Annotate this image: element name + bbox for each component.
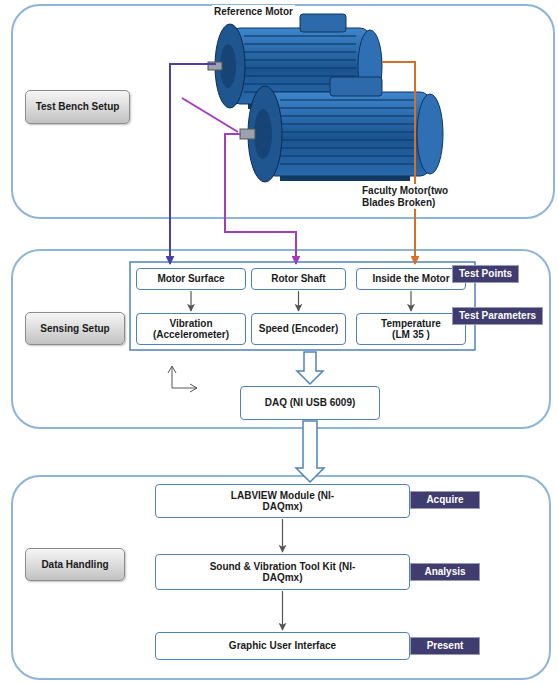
section-panel <box>12 476 550 679</box>
box-text: Graphic User Interface <box>229 640 336 652</box>
stage-tag: Analysis <box>410 563 480 581</box>
software-stage-box: Graphic User Interface <box>155 632 410 660</box>
sensor-group-frame <box>130 262 475 350</box>
software-stage-box: LABVIEW Module (NI-DAQmx) <box>155 484 410 518</box>
stage-tag: Present <box>410 637 480 655</box>
box-text: Data Handling <box>41 559 108 571</box>
box-text: Sound & Vibration Tool Kit (NI-DAQmx) <box>198 561 368 584</box>
cooling-fins <box>280 100 414 164</box>
hollow-arrow <box>297 352 323 384</box>
flow-arrow <box>410 291 411 311</box>
test-point-box: Rotor Shaft <box>251 268 346 290</box>
test-point-leader <box>225 134 296 264</box>
test-parameter-box: Vibration (Accelerometer) <box>136 313 246 345</box>
flow-arrow <box>282 591 283 630</box>
category-tag: Test Parameters <box>452 307 543 325</box>
axis-symbol <box>168 366 197 392</box>
box-text: Vibration (Accelerometer) <box>142 318 240 341</box>
test-point-leader <box>382 62 415 264</box>
box-text: Test Parameters <box>459 310 536 322</box>
box-text: DAQ (NI USB 6009) <box>265 397 356 409</box>
test-point-box: Inside the Motor <box>356 268 466 290</box>
faulty-motor <box>240 77 443 182</box>
test-parameter-box: Speed (Encoder) <box>251 313 346 345</box>
motor-body <box>265 92 430 176</box>
box-text: Test Bench Setup <box>36 101 120 113</box>
section-label-box: Data Handling <box>25 548 125 581</box>
fan-cover <box>417 94 443 174</box>
terminal-box <box>330 77 382 96</box>
motor-label: Reference Motor <box>212 5 295 19</box>
section-label-box: Test Bench Setup <box>25 90 130 124</box>
section-label-box: Sensing Setup <box>25 312 125 345</box>
section-panel <box>12 250 550 428</box>
daq-box: DAQ (NI USB 6009) <box>240 386 380 420</box>
stage-tag: Acquire <box>410 491 480 509</box>
motor-shaft <box>240 129 255 139</box>
hollow-flow-arrow <box>296 421 324 482</box>
flow-arrow <box>298 291 299 311</box>
test-point-box: Motor Surface <box>136 268 246 290</box>
box-text: Present <box>427 640 464 652</box>
flow-arrow <box>282 519 283 552</box>
box-text: Temperature (LM 35 ) <box>371 318 451 341</box>
terminal-box <box>300 14 346 32</box>
motor-label: Faculty Motor(two Blades Broken) <box>360 184 476 209</box>
category-tag: Test Points <box>452 265 519 283</box>
box-text: Rotor Shaft <box>271 273 325 285</box>
test-parameter-box: Temperature (LM 35 ) <box>356 313 466 345</box>
flange-center <box>254 109 272 159</box>
box-text: Test Points <box>459 268 512 280</box>
test-point-leader <box>182 98 238 132</box>
test-point-leader <box>170 64 216 264</box>
box-text: Analysis <box>424 566 465 578</box>
box-text: Inside the Motor <box>372 273 449 285</box>
box-text: Speed (Encoder) <box>259 323 338 335</box>
flow-arrow <box>190 291 191 311</box>
box-text: Sensing Setup <box>40 323 109 335</box>
section-panel <box>12 5 554 218</box>
software-stage-box: Sound & Vibration Tool Kit (NI-DAQmx) <box>155 554 410 590</box>
box-text: Acquire <box>426 494 463 506</box>
box-text: Motor Surface <box>157 273 224 285</box>
box-text: LABVIEW Module (NI-DAQmx) <box>223 490 343 513</box>
